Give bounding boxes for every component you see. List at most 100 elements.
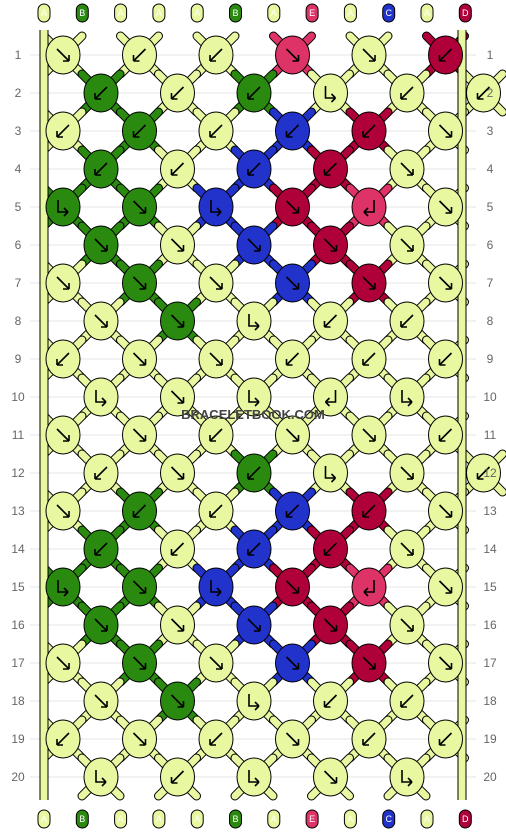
row-label-left: 6 bbox=[15, 238, 22, 252]
knot bbox=[45, 187, 81, 227]
knot-ellipse bbox=[236, 377, 272, 417]
row-label-right: 7 bbox=[487, 276, 494, 290]
row-label-left: 12 bbox=[11, 466, 25, 480]
bottom-strand-letter: E bbox=[309, 814, 315, 824]
knot-arrow-icon bbox=[438, 732, 453, 746]
knot-arrow-icon bbox=[400, 162, 414, 176]
knot-arrow-icon bbox=[248, 694, 260, 711]
row-label-right: 20 bbox=[483, 770, 497, 784]
top-strand bbox=[190, 3, 204, 23]
knot bbox=[428, 339, 463, 379]
knot-arrow-icon bbox=[438, 656, 453, 670]
knot-arrow-icon bbox=[209, 276, 223, 290]
knot-arrow-icon bbox=[285, 200, 300, 214]
bottom-strand bbox=[305, 809, 319, 829]
row-label-left: 13 bbox=[11, 504, 25, 518]
knot-ellipse bbox=[389, 757, 425, 797]
knot-ellipse bbox=[236, 301, 272, 341]
row-label-right: 12 bbox=[483, 466, 497, 480]
row-label-left: 7 bbox=[15, 276, 22, 290]
knot-arrow-icon bbox=[56, 428, 70, 442]
knot bbox=[236, 529, 272, 569]
knot-arrow-icon bbox=[170, 162, 185, 176]
knot bbox=[83, 73, 119, 113]
top-strand bbox=[267, 3, 281, 23]
knot-arrow-icon bbox=[247, 238, 261, 252]
knot-arrow-icon bbox=[132, 48, 147, 62]
knot bbox=[428, 567, 463, 607]
knot-arrow-icon bbox=[362, 124, 376, 138]
knot bbox=[198, 339, 234, 379]
row-label-right: 11 bbox=[484, 428, 497, 442]
top-strand-letter: C bbox=[385, 8, 392, 18]
knot bbox=[83, 453, 119, 493]
knot-arrow-icon bbox=[209, 48, 223, 62]
knot bbox=[122, 415, 157, 455]
knot-arrow-icon bbox=[323, 238, 338, 252]
knot-arrow-icon bbox=[362, 48, 376, 62]
row-label-right: 9 bbox=[487, 352, 494, 366]
top-strand-letter: A bbox=[424, 8, 430, 18]
top-strand bbox=[229, 3, 242, 23]
bottom-strand-letter: B bbox=[79, 814, 85, 824]
knot bbox=[198, 719, 234, 759]
top-strand bbox=[420, 3, 434, 23]
knot-arrow-icon bbox=[170, 86, 185, 100]
knot-arrow-icon bbox=[210, 200, 222, 217]
knot-arrow-icon bbox=[401, 390, 413, 407]
top-strand-letter: B bbox=[232, 8, 238, 18]
knot bbox=[236, 605, 272, 645]
knot bbox=[45, 339, 81, 379]
knot bbox=[313, 681, 348, 721]
knot-arrow-icon bbox=[323, 770, 338, 784]
bottom-strand bbox=[267, 809, 281, 829]
knot-ellipse bbox=[389, 377, 425, 417]
knot-arrow-icon bbox=[170, 542, 185, 556]
knot bbox=[45, 415, 81, 455]
row-label-left: 18 bbox=[11, 694, 25, 708]
row-label-right: 17 bbox=[483, 656, 497, 670]
knot-arrow-icon bbox=[248, 314, 260, 331]
knot-arrow-icon bbox=[209, 732, 223, 746]
knot-arrow-icon bbox=[362, 656, 376, 670]
knot bbox=[313, 757, 348, 797]
row-label-right: 3 bbox=[487, 124, 494, 138]
row-label-right: 6 bbox=[487, 238, 494, 252]
knot bbox=[83, 681, 119, 721]
knot-arrow-icon bbox=[94, 162, 108, 176]
knot-arrow-icon bbox=[285, 732, 300, 746]
bottom-strand-letter: B bbox=[232, 814, 238, 824]
knot-arrow-icon bbox=[210, 580, 222, 597]
knot bbox=[83, 377, 119, 417]
knot-arrow-icon bbox=[170, 238, 185, 252]
knot-ellipse bbox=[313, 377, 348, 417]
knot bbox=[313, 149, 348, 189]
bottom-strand-letter: A bbox=[347, 814, 353, 824]
top-strand bbox=[305, 3, 319, 23]
bottom-strand bbox=[343, 809, 357, 829]
bottom-strand bbox=[229, 809, 242, 829]
bottom-strand-letter: A bbox=[118, 814, 124, 824]
knot-arrow-icon bbox=[170, 314, 185, 328]
top-strand-letter: A bbox=[347, 8, 353, 18]
knot bbox=[160, 529, 195, 569]
knot bbox=[83, 301, 119, 341]
knot-ellipse bbox=[236, 757, 272, 797]
knot-arrow-icon bbox=[400, 542, 414, 556]
knot-arrow-icon bbox=[132, 200, 147, 214]
row-label-right: 1 bbox=[487, 48, 494, 62]
knot-arrow-icon bbox=[56, 656, 70, 670]
knot bbox=[83, 225, 119, 265]
bottom-strand bbox=[382, 809, 396, 829]
knot bbox=[275, 719, 310, 759]
knot-arrow-icon bbox=[362, 732, 376, 746]
row-label-left: 16 bbox=[11, 618, 25, 632]
knot-arrow-icon bbox=[438, 428, 453, 442]
knot-arrow-icon bbox=[57, 200, 69, 217]
knot-arrow-icon bbox=[285, 124, 300, 138]
knot bbox=[45, 263, 81, 303]
knot-ellipse bbox=[351, 187, 387, 227]
knot-arrow-icon bbox=[285, 276, 300, 290]
top-strand-letter: E bbox=[309, 8, 315, 18]
